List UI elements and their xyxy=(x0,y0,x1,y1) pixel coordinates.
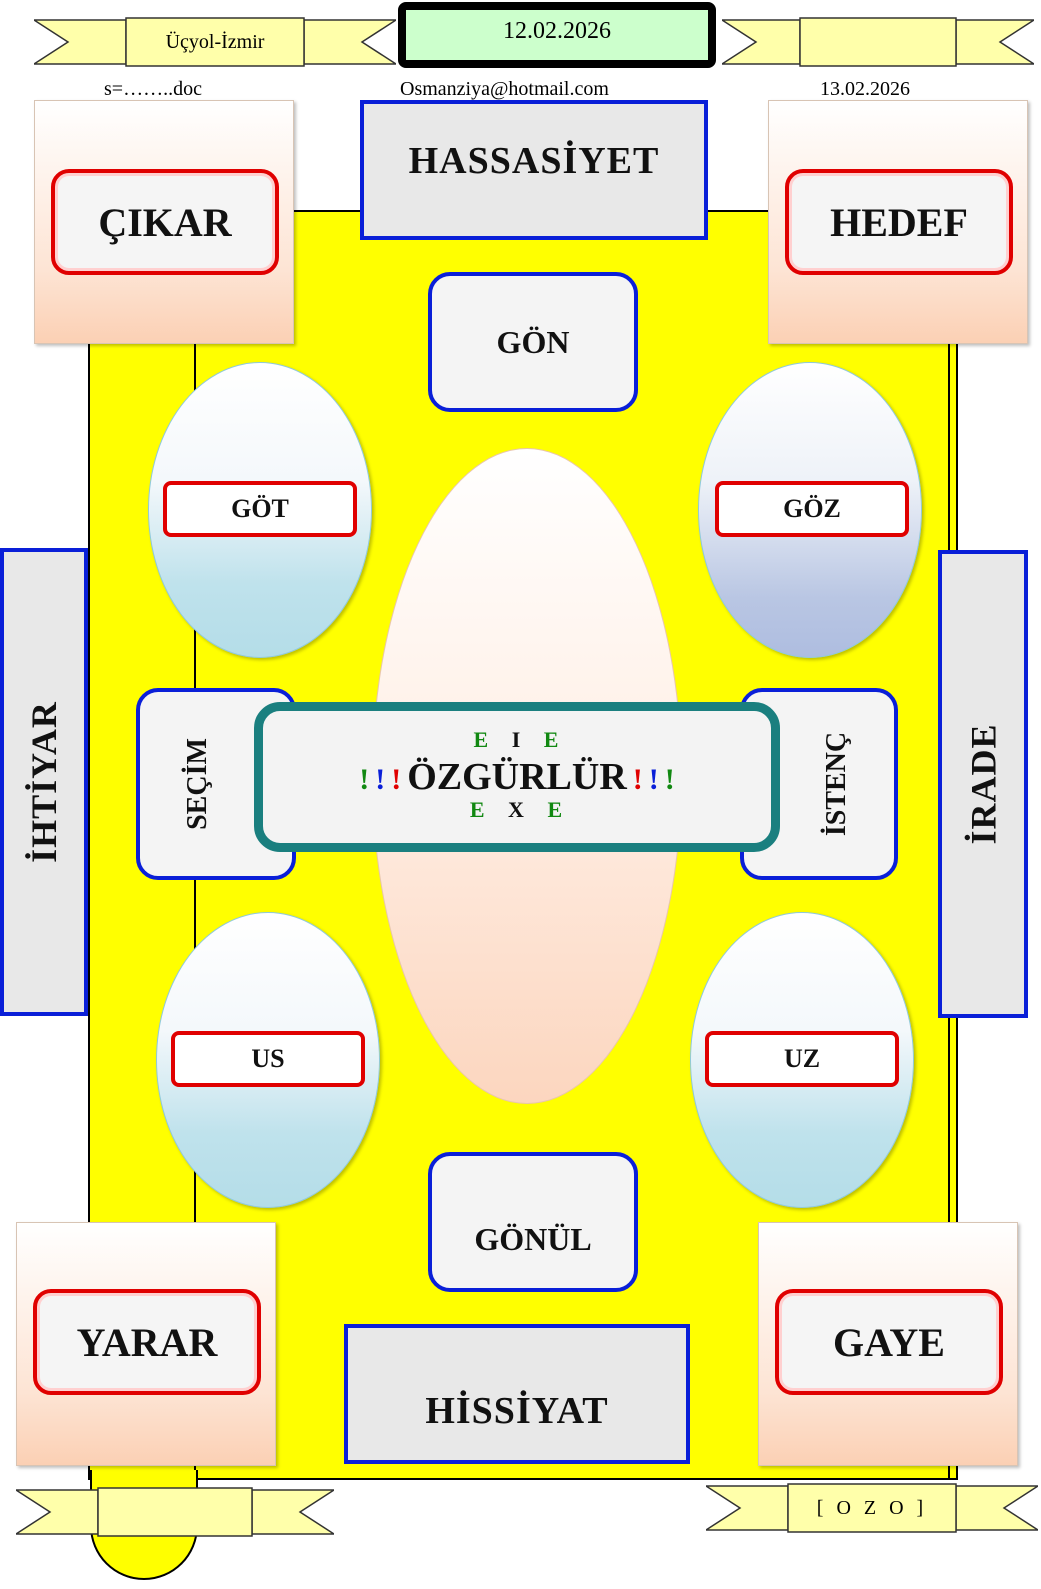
yarar-box: YARAR xyxy=(33,1289,261,1395)
hassasiyet-box: HASSASİYET xyxy=(360,100,708,240)
ozgurlur-line: !!!ÖZGÜRLÜR!!! xyxy=(263,755,771,799)
got-label: GÖT xyxy=(231,494,289,523)
bottom-letter-2: X xyxy=(508,797,526,822)
goz-label: GÖZ xyxy=(783,494,841,523)
exclaim-green-right: ! xyxy=(664,763,675,796)
gon-box: GÖN xyxy=(428,272,638,412)
ribbon-shape xyxy=(722,17,1034,67)
oval-top-right: GÖZ xyxy=(698,362,922,658)
date-box-text: 12.02.2026 xyxy=(503,17,611,44)
exclaim-red-left: ! xyxy=(391,763,402,796)
hassasiyet-label: HASSASİYET xyxy=(408,140,660,182)
hissiyat-label: HİSSİYAT xyxy=(425,1390,609,1432)
gonul-box: GÖNÜL xyxy=(428,1152,638,1292)
card-bottom-left: YARAR xyxy=(16,1222,276,1466)
card-top-left: ÇIKAR xyxy=(34,100,294,344)
ihtiyar-box: İHTİYAR xyxy=(0,548,88,1016)
ribbon-top-left-text: Üçyol-İzmir xyxy=(165,31,265,53)
gaye-box: GAYE xyxy=(775,1289,1003,1395)
ribbon-top-left: Üçyol-İzmir xyxy=(34,14,396,70)
oval-bottom-right: UZ xyxy=(690,912,914,1208)
doc-filename: s=……..doc xyxy=(104,78,202,100)
ribbon-shape xyxy=(16,1487,334,1537)
bottom-letter-3: E xyxy=(547,797,565,822)
uz-label: UZ xyxy=(783,1044,821,1073)
hissiyat-box: HİSSİYAT xyxy=(344,1324,690,1464)
cikar-label: ÇIKAR xyxy=(98,199,232,245)
ribbon-bottom-right-text: [ O Z O ] xyxy=(816,1497,928,1519)
ribbon-top-right xyxy=(722,14,1034,70)
us-box: US xyxy=(171,1031,365,1087)
exclaim-green-left: ! xyxy=(359,763,370,796)
exclaim-red-right: ! xyxy=(632,763,643,796)
card-bottom-right: GAYE xyxy=(758,1222,1018,1466)
yarar-label: YARAR xyxy=(76,1319,218,1365)
cikar-box: ÇIKAR xyxy=(51,169,279,275)
irade-box: İRADE xyxy=(938,550,1028,1018)
istenc-label: İSTENÇ xyxy=(820,731,852,837)
email-address: Osmanziya@hotmail.com xyxy=(400,78,609,100)
oval-bottom-left: US xyxy=(156,912,380,1208)
hedef-label: HEDEF xyxy=(830,199,968,245)
ribbon-shape xyxy=(34,17,396,67)
got-box: GÖT xyxy=(163,481,357,537)
uz-box: UZ xyxy=(705,1031,899,1087)
top-letter-3: E xyxy=(543,727,561,752)
hedef-box: HEDEF xyxy=(785,169,1013,275)
ribbon-bottom-right: [ O Z O ] xyxy=(706,1480,1038,1536)
us-label: US xyxy=(251,1044,285,1073)
left-divider-line xyxy=(194,340,196,1480)
gonul-label: GÖNÜL xyxy=(474,1220,592,1257)
gon-label: GÖN xyxy=(496,323,570,360)
irade-label: İRADE xyxy=(963,723,1004,845)
top-letter-1: E xyxy=(473,727,491,752)
card-top-right: HEDEF xyxy=(768,100,1028,344)
goz-box: GÖZ xyxy=(715,481,909,537)
ihtiyar-label: İHTİYAR xyxy=(24,701,65,863)
ribbon-shape xyxy=(706,1483,1038,1533)
bottom-letter-1: E xyxy=(469,797,487,822)
top-letters: E I E xyxy=(263,727,771,753)
gaye-label: GAYE xyxy=(833,1319,945,1365)
ozgurlur-word: ÖZGÜRLÜR xyxy=(407,756,627,798)
ozgurlur-panel: E I E !!!ÖZGÜRLÜR!!! E X E xyxy=(254,702,780,852)
date-right: 13.02.2026 xyxy=(820,78,910,100)
top-letter-2: I xyxy=(511,727,523,752)
exclaim-blue-right: ! xyxy=(648,763,659,796)
bottom-letters: E X E xyxy=(263,797,771,823)
oval-top-left: GÖT xyxy=(148,362,372,658)
date-box: 12.02.2026 xyxy=(398,2,716,68)
ribbon-bottom-left xyxy=(16,1484,334,1540)
exclaim-blue-left: ! xyxy=(375,763,386,796)
secim-label: SEÇİM xyxy=(181,738,213,830)
